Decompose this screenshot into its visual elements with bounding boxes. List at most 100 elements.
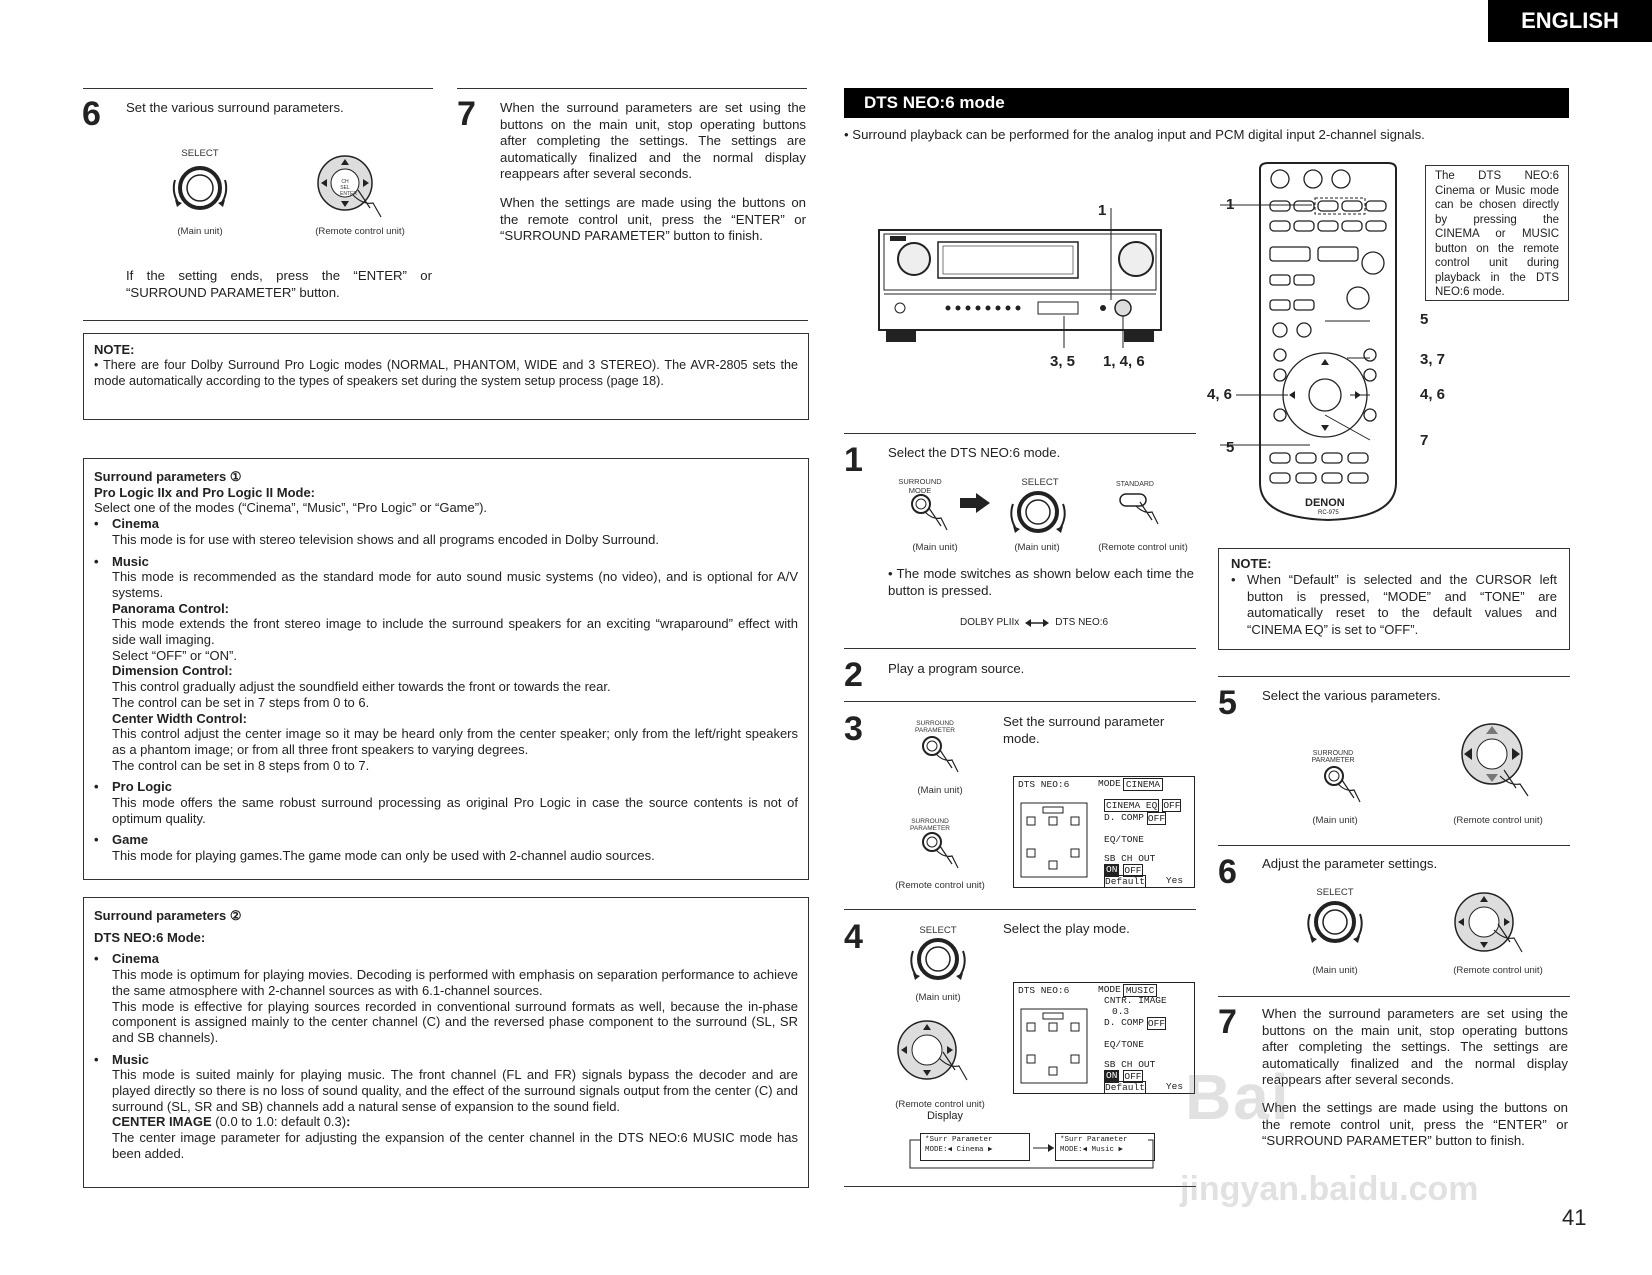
music-text: This mode is suited mainly for playing m… [112,1067,798,1114]
lcd-title: DTS NEO:6 [1018,779,1070,790]
select-knob-icon [172,166,228,210]
cinema-text: This mode is optimum for playing movies.… [112,967,798,998]
center-image-colon: : [346,1114,351,1130]
lcd-on: ON [1104,864,1120,877]
remote-cursor-pad-icon [317,155,382,218]
panorama-select: Select “OFF” or “ON”. [112,647,237,663]
main-unit-caption: (Main unit) [917,785,963,796]
surround-parameter-label: SURROUND PARAMETER [910,818,950,832]
lcd-yes: Yes [1165,875,1184,886]
music-heading: Music [112,553,149,569]
step-text: If the setting ends, press the “ENTER” o… [126,268,432,300]
section-title: Surround parameters ② [94,908,242,923]
cinema-text-2: This mode is effective for playing sourc… [112,998,798,1045]
note-text: • There are four Dolby Surround Pro Logi… [94,358,798,388]
select-knob-icon [1010,491,1066,533]
surround-parameter-button-icon [1324,766,1361,803]
step-text: When the surround parameters are set usi… [500,100,806,181]
center-image-heading: CENTER IMAGE [112,1114,212,1130]
step-number: 4 [844,918,863,956]
center-image-range: (0.0 to 1.0: default 0.3) [211,1114,347,1130]
step-text: Select the DTS NEO:6 mode. [888,445,1061,460]
cinema-heading: Cinema [112,516,159,532]
select-knob-icon [1307,901,1363,943]
step-text: When the settings are made using the but… [1262,1100,1568,1148]
lcd-d-comp: D. COMP [1104,1017,1144,1028]
remote-unit-caption: (Remote control unit) [895,880,985,891]
step-text: Play a program source. [888,661,1025,676]
step-text: Adjust the parameter settings. [1262,856,1438,871]
mode-flow-b: DTS NEO:6 [1055,617,1109,628]
main-unit-caption: (Main unit) [915,992,961,1003]
display-readout: *Surr Parameter MODE:◀ Music ▶ [1055,1133,1155,1161]
display-cycle-lines [909,1139,1154,1169]
center-width-text: This control adjust the center image so … [112,726,798,757]
lcd-eq-tone: EQ/TONE [1104,1039,1144,1050]
panorama-heading: Panorama Control: [112,600,230,616]
callout-label: 1 [1098,202,1107,219]
callout-label: 1 [1226,196,1235,213]
surround-parameter-button-icon [922,832,959,869]
lcd-mode-value: CINEMA [1122,778,1164,791]
surround-parameters-2-box: Surround parameters ② DTS NEO:6 Mode: •C… [83,897,809,1188]
lcd-off: OFF [1123,1070,1143,1083]
lcd-off: OFF [1146,1017,1167,1030]
note-title: NOTE: [1231,556,1272,571]
divider [844,909,1196,910]
surround-parameter-button-icon [922,736,959,773]
step-number: 2 [844,656,863,694]
dimension-heading: Dimension Control: [112,663,233,679]
step-text: When the settings are made using the but… [500,195,806,243]
lcd-cntr-image: CNTR. IMAGE [1104,995,1167,1006]
standard-button-icon [1119,493,1159,525]
divider [83,88,433,89]
lcd-default: Default [1104,1081,1146,1094]
step-number: 1 [844,441,863,479]
remote-unit-caption: (Remote control unit) [895,1099,985,1110]
divider [1218,996,1570,997]
display-line: MODE:◀ Cinema ▶ [925,1146,993,1154]
bidirectional-arrow-icon [1025,618,1050,627]
lcd-sb-ch-out: SB CH OUT [1104,1059,1156,1070]
cinema-text: This mode is for use with stereo televis… [112,531,659,547]
watermark-logo: Bai [1185,1061,1291,1133]
remote-note-box: The DTS NEO:6 Cinema or Music mode can b… [1425,165,1569,301]
step-number: 7 [1218,1003,1237,1041]
display-line: *Surr Parameter [1060,1136,1128,1144]
lcd-sb-ch-out: SB CH OUT [1104,853,1156,864]
callout-label: 3, 5 [1050,353,1076,370]
divider [844,701,1196,702]
remote-callout-lines [1220,204,1371,446]
remote-unit-caption: (Remote control unit) [1098,542,1188,553]
note-box: NOTE: •When “Default” is selected and th… [1218,548,1570,650]
surround-parameters-1-box: Surround parameters ① Pro Logic IIx and … [83,458,809,880]
select-label: SELECT [919,925,957,936]
divider [844,433,1196,434]
mode-title: Pro Logic IIx and Pro Logic II Mode: [94,484,316,500]
standard-label: STANDARD [1116,481,1154,488]
remote-unit-caption: (Remote control unit) [315,226,405,237]
callout-label: 7 [1420,432,1429,449]
note-title: NOTE: [94,342,135,357]
step-text: Set the surround parameter mode. [1003,714,1165,746]
enter-label: CH SEL ENTER [340,179,357,197]
note-text: When “Default” is selected and the CURSO… [1247,572,1557,637]
callout-label: 3, 7 [1420,351,1446,368]
select-label: SELECT [181,148,219,159]
center-image-text: The center image parameter for adjusting… [112,1130,798,1161]
mode-switch-note: • The mode switches as shown below each … [888,566,1194,598]
lcd-off: OFF [1162,799,1182,812]
note-box: NOTE: • There are four Dolby Surround Pr… [83,333,809,420]
watermark-url: jingyan.baidu.com [1180,1170,1479,1208]
lcd-mode-label: MODE [1098,984,1121,995]
section-title: Surround parameters ① [94,469,242,484]
intro-text: • Surround playback can be performed for… [844,127,1425,142]
divider [83,320,808,321]
lcd-title: DTS NEO:6 [1018,985,1070,996]
receiver-front-panel-icon [878,208,1162,348]
panorama-text: This mode extends the front stereo image… [112,616,798,648]
surround-parameter-label: SURROUND PARAMETER [915,720,955,734]
divider [844,648,1196,649]
